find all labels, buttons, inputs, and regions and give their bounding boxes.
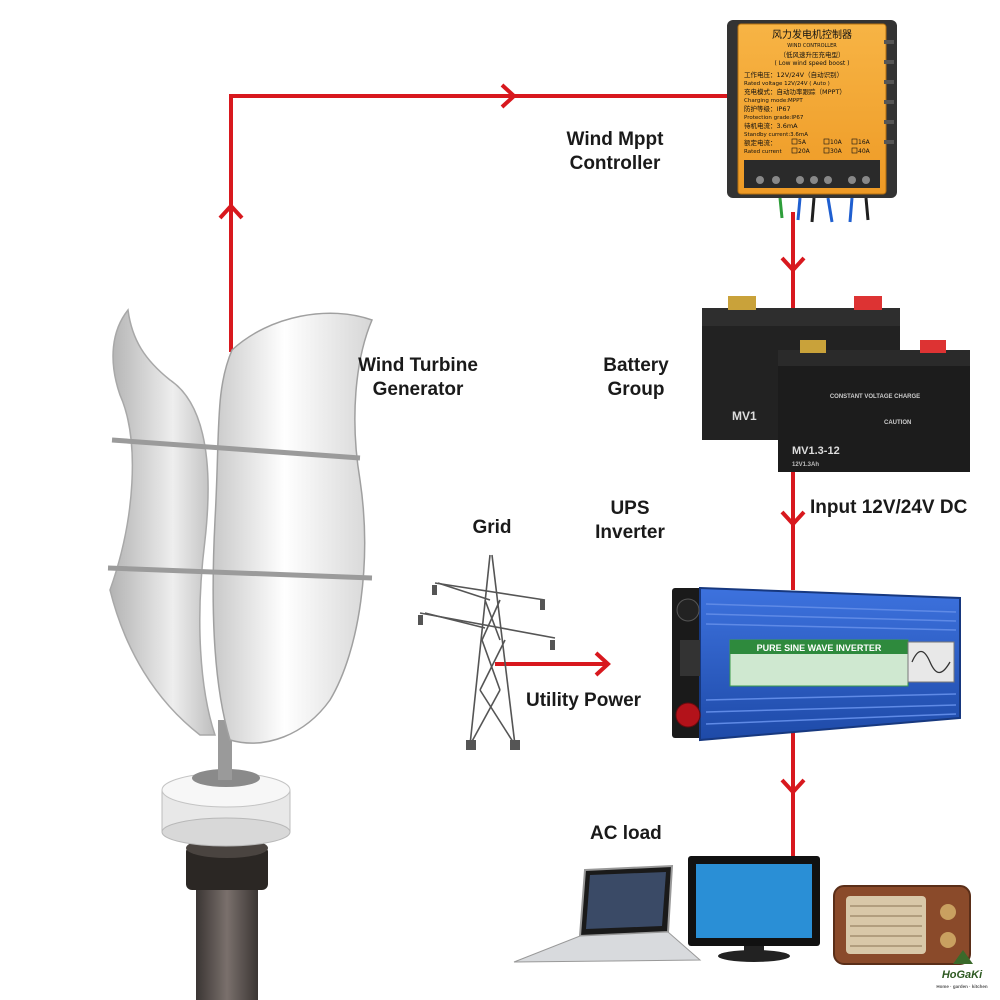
battery-label-line: Group	[607, 379, 665, 400]
battery-label-line: Battery	[603, 355, 669, 376]
down-arrow-icon	[780, 510, 806, 527]
current-option: 16A	[858, 139, 871, 146]
monitor-icon	[688, 856, 820, 962]
turbine-label-line: Generator	[372, 379, 464, 400]
turbine-label: Wind Turbine Generator	[338, 354, 498, 402]
current-option: 40A	[858, 148, 871, 155]
ac-load-label: AC load	[590, 823, 662, 844]
down-arrow-icon	[780, 778, 806, 795]
current-option: 5A	[798, 139, 807, 146]
controller-label-line: Controller	[569, 153, 661, 174]
controller-spec-line: 待机电流：3.6mA	[744, 121, 798, 130]
controller-spec-line: Charging mode:MPPT	[744, 98, 803, 104]
grid-label: Grid	[472, 517, 512, 538]
grid-tower-icon	[419, 554, 556, 746]
input-voltage-label: Input 12V/24V DC	[810, 497, 968, 518]
brand-name: HoGaKi	[942, 969, 983, 981]
current-option: 30A	[830, 148, 843, 155]
turbine-to-controller-line	[229, 94, 740, 352]
controller-current-cn: 额定电流：	[744, 138, 777, 147]
down-arrow-icon	[780, 256, 806, 273]
current-option: 20A	[798, 148, 811, 155]
ups-label-line: UPS	[610, 498, 650, 519]
inverter-title: PURE SINE WAVE INVERTER	[757, 643, 882, 653]
battery-caution: CAUTION	[884, 420, 911, 426]
current-options: 5A 10A 16A 20A 30A 40A	[791, 138, 871, 155]
controller-spec-line: Standby current:3.6mA	[744, 132, 808, 138]
controller-current-en: Rated current	[744, 149, 783, 155]
ups-label-line: Inverter	[595, 522, 665, 543]
wind-turbine-icon	[107, 308, 374, 1000]
controller-label: Wind Mppt Controller	[550, 128, 680, 176]
grid-insulators	[418, 585, 555, 750]
laptop-icon	[513, 864, 702, 963]
inverter-icon: PURE SINE WAVE INVERTER	[672, 586, 961, 742]
battery-warning: CONSTANT VOLTAGE CHARGE	[830, 394, 920, 400]
utility-power-label: Utility Power	[526, 690, 642, 711]
battery-subtitle: 12V1.3Ah	[792, 462, 819, 468]
controller-label-line: Wind Mppt	[566, 129, 664, 150]
arrow-heads	[218, 83, 806, 795]
battery-label: Battery Group	[586, 354, 686, 402]
radio-icon	[833, 885, 971, 965]
right-arrow-icon	[594, 651, 611, 677]
controller-spec-line: 防护等级：IP67	[744, 104, 791, 113]
current-option: 10A	[830, 139, 843, 146]
battery-model-front: MV1.3-12	[792, 445, 840, 457]
controller-title-cn: 风力发电机控制器	[772, 28, 852, 41]
controller-spec-line: 充电模式：自动功率跟踪（MPPT）	[744, 87, 846, 96]
brand-tagline: Home · garden · kitchen	[936, 984, 988, 989]
battery-model-back: MV1	[732, 409, 757, 423]
controller-title-en: WIND CONTROLLER	[787, 43, 837, 49]
right-arrow-icon	[500, 83, 517, 109]
ups-label: UPS Inverter	[574, 497, 686, 545]
up-arrow-icon	[218, 203, 244, 220]
battery-group-icon: MV1 CONSTANT VOLTAGE CHARGE CAUTION MV1.…	[702, 296, 970, 472]
wind-controller-icon: 风力发电机控制器 WIND CONTROLLER （低风速升压充电型） ( Lo…	[727, 20, 897, 223]
turbine-label-line: Wind Turbine	[358, 355, 478, 376]
controller-subtitle-cn: （低风速升压充电型）	[780, 50, 845, 59]
controller-subtitle-en: ( Low wind speed boost )	[775, 60, 850, 67]
brand-logo: HoGaKi Home · garden · kitchen	[936, 950, 988, 989]
controller-spec-line: Protection grade:IP67	[744, 115, 804, 121]
controller-spec-line: 工作电压：12V/24V（自动识别）	[744, 70, 843, 79]
controller-spec-line: Rated voltage 12V/24V ( Auto )	[744, 81, 830, 87]
